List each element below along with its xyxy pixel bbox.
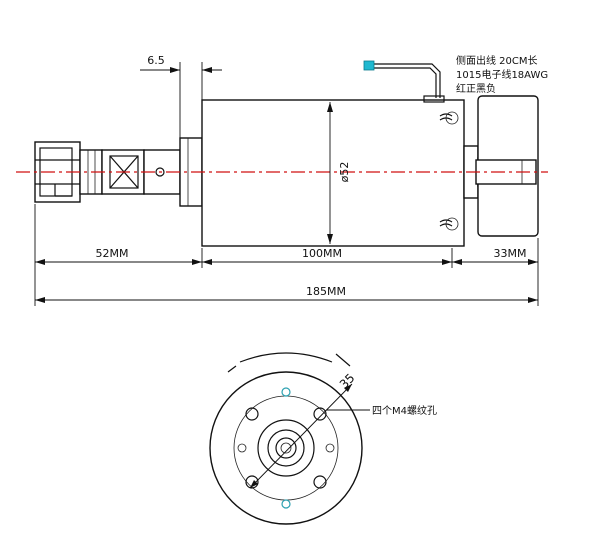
motor-body	[201, 95, 465, 247]
wire-note-line3: 红正黑负	[456, 82, 496, 95]
body-length-label: 100MM	[302, 247, 342, 260]
offset-dimension: 6.5	[140, 54, 222, 140]
diameter-label: ø52	[338, 162, 351, 183]
wire-note: 侧面出线 20CM长 1015电子线18AWG 红正黑负	[456, 54, 548, 95]
rear-shaft-fan	[463, 95, 539, 237]
spindle-collet	[34, 141, 181, 203]
hole-circle-label: 35	[337, 371, 358, 392]
front-view: 35 四个M4螺纹孔	[209, 352, 437, 525]
diameter-dimension: ø52	[327, 102, 351, 244]
wire-note-line2: 1015电子线18AWG	[456, 68, 548, 81]
total-length-label: 185MM	[306, 285, 346, 298]
front-length-label: 52MM	[96, 247, 129, 260]
offset-label: 6.5	[147, 54, 165, 67]
wire-note-line1: 侧面出线 20CM长	[456, 54, 538, 67]
length-dimensions: 52MM 100MM 33MM 185MM	[34, 204, 539, 306]
wire-lead	[363, 60, 441, 98]
rear-length-label: 33MM	[494, 247, 527, 260]
hole-note-label: 四个M4螺纹孔	[372, 404, 437, 417]
